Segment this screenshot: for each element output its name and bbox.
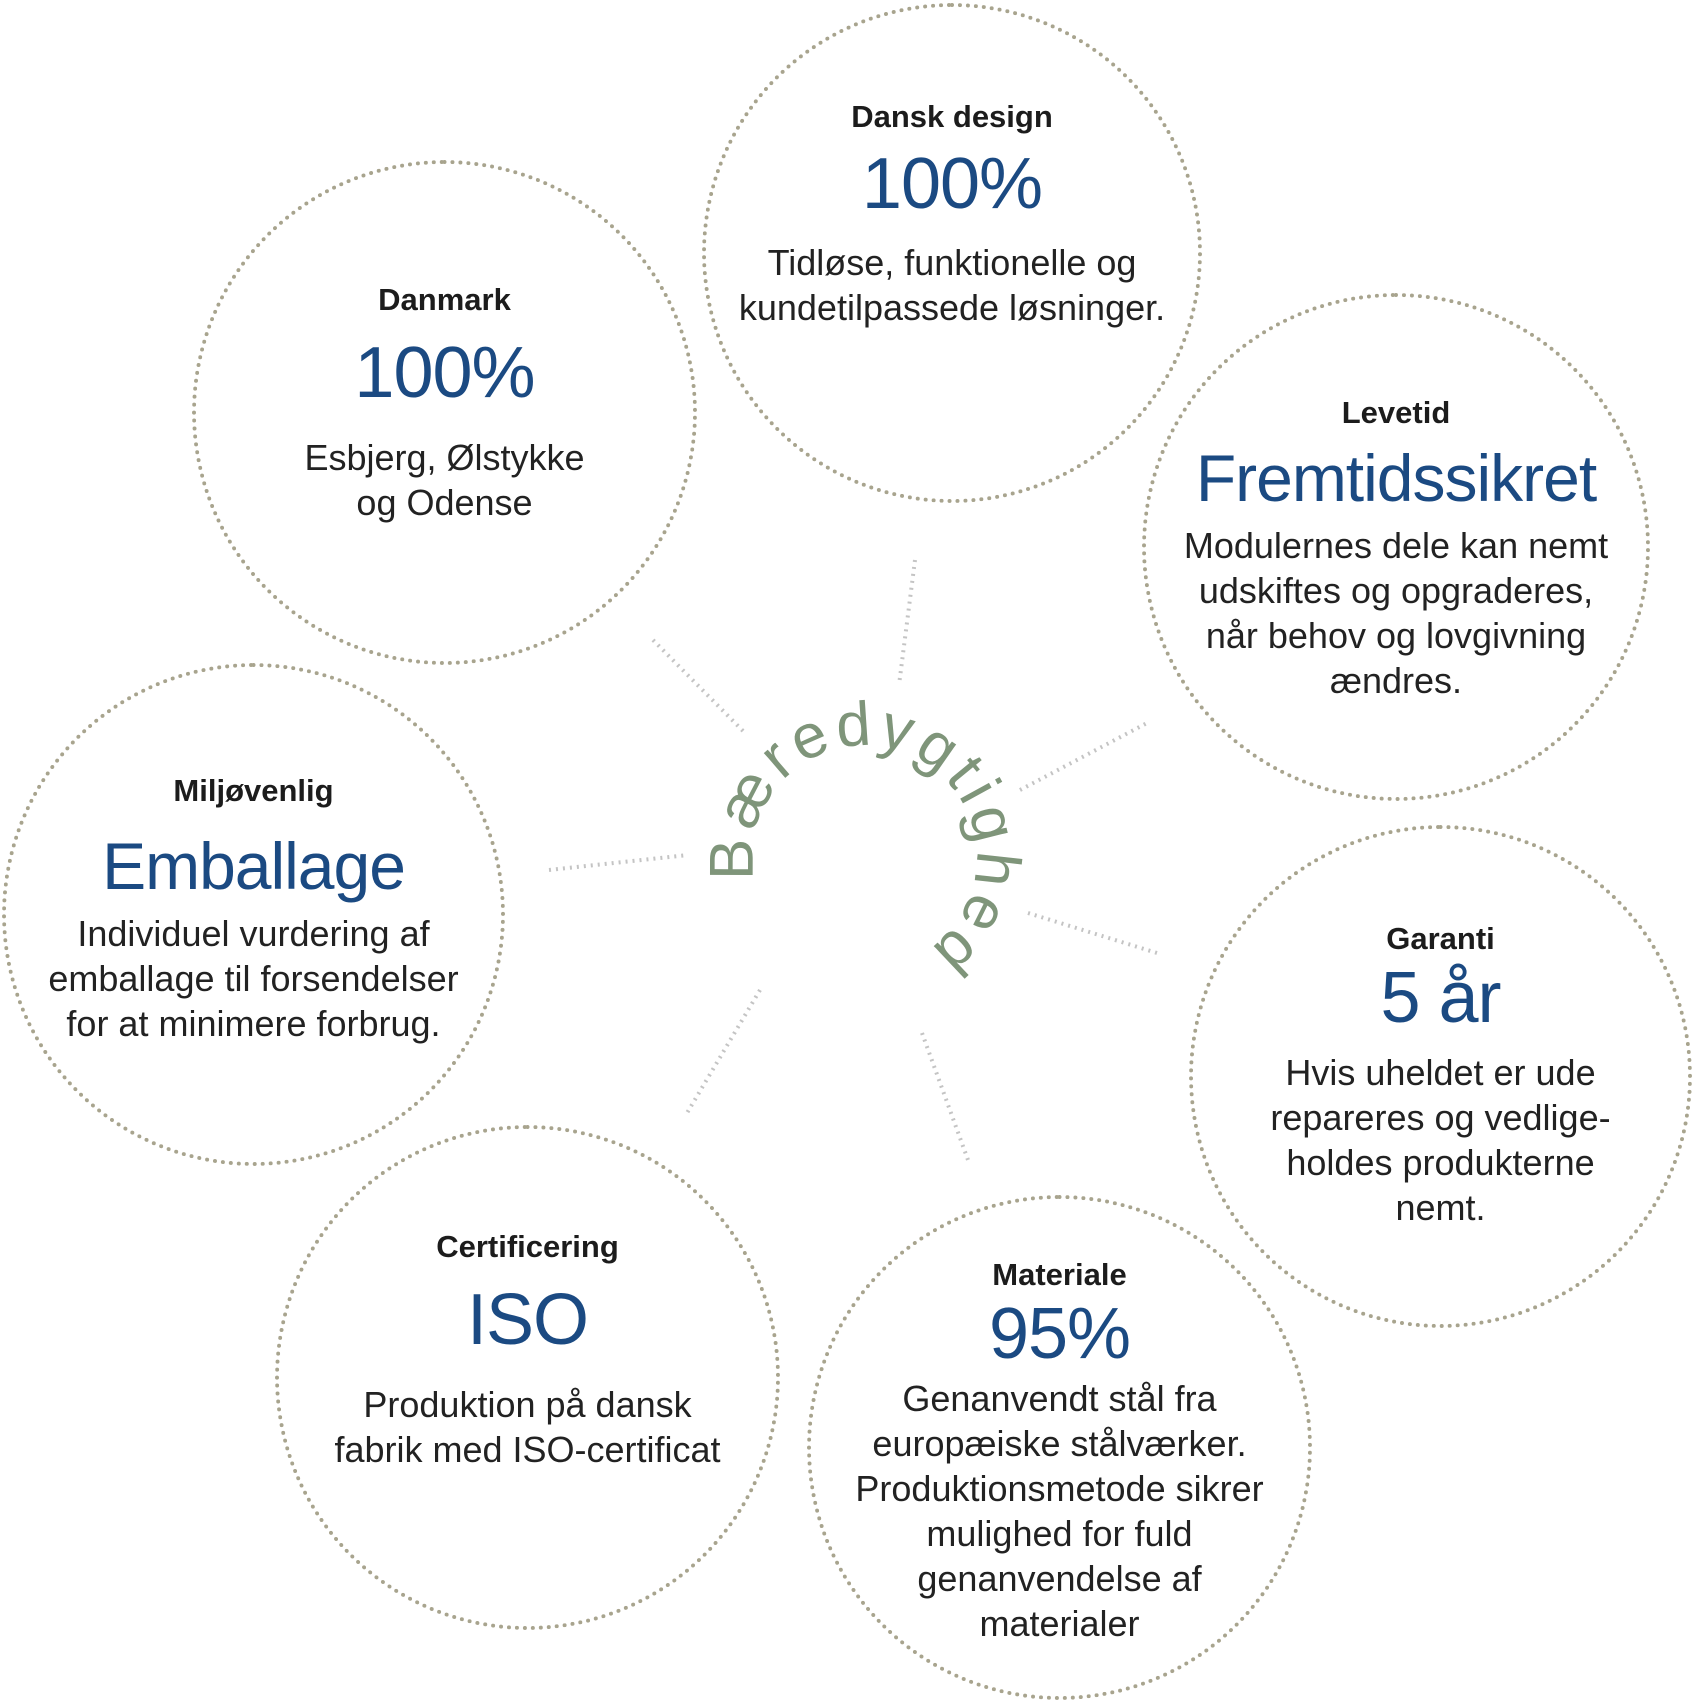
circle-materiale: Materiale 95% Genanvendt stål fra europæ… [807, 1195, 1312, 1700]
circle-desc-line: ændres. [1329, 659, 1463, 701]
circle-value: 5 år [1380, 958, 1501, 1038]
circle-label: Danmark [378, 282, 511, 317]
circle-desc-line: Produktion på dansk [363, 1383, 692, 1425]
circle-value: Emballage [102, 829, 406, 903]
circle-miljovenlig: Miljøvenlig Emballage Individuel vurderi… [2, 663, 505, 1166]
circle-desc-line: Produktionsmetode sikrer [855, 1467, 1264, 1509]
circle-label: Miljøvenlig [173, 773, 334, 808]
circle-label: Garanti [1386, 921, 1495, 956]
circle-garanti: Garanti 5 år Hvis uheldet er ude reparer… [1189, 825, 1692, 1328]
circle-desc-line: holdes produkterne [1286, 1141, 1595, 1183]
circle-desc-line: fabrik med ISO-certificat [334, 1428, 721, 1470]
circle-desc-line: Hvis uheldet er ude [1285, 1051, 1596, 1093]
circle-label: Certificering [436, 1229, 619, 1264]
connector-line-materiale [920, 1032, 970, 1161]
circle-desc-line: Individuel vurdering af [77, 912, 430, 954]
circle-desc-line: Genanvendt stål fra [902, 1377, 1217, 1419]
circle-value: Fremtidssikret [1195, 441, 1597, 515]
circle-desc-line: og Odense [356, 481, 533, 523]
circle-dansk-design: Dansk design 100% Tidløse, funktionelle … [702, 3, 1202, 503]
circle-value: ISO [466, 1280, 589, 1360]
circle-desc-line: europæiske stålværker. [872, 1422, 1247, 1464]
circle-label: Materiale [992, 1257, 1127, 1292]
circle-value: 100% [861, 144, 1043, 224]
circle-desc-line: repareres og vedlige- [1270, 1096, 1611, 1138]
connector-line-levetid [1019, 721, 1148, 792]
circle-desc-line: når behov og lovgivning [1205, 614, 1587, 656]
circle-desc-line: nemt. [1395, 1186, 1486, 1228]
connector-line-certificering [685, 988, 762, 1115]
circle-desc-line: Esbjerg, Ølstykke [304, 436, 585, 478]
circle-certificering: Certificering ISO Produktion på dansk fa… [275, 1125, 780, 1630]
circle-desc-line: emballage til forsendelser [48, 957, 459, 999]
circle-desc-line: Modulernes dele kan nemt [1183, 524, 1609, 566]
connector-line-danmark [651, 638, 747, 735]
circle-desc-line: kundetilpassede løsninger. [738, 286, 1166, 328]
circle-danmark: Danmark 100% Esbjerg, Ølstykke og Odense [192, 160, 697, 665]
circle-desc-line: genanvendelse af [917, 1557, 1202, 1599]
circle-desc-line: udskiftes og opgraderes, [1198, 569, 1594, 611]
connector-line-dansk-design [897, 559, 917, 686]
circle-value: 100% [354, 333, 535, 413]
circle-desc-line: Tidløse, funktionelle og [767, 241, 1137, 283]
connector-line-garanti [1027, 911, 1158, 955]
center-title-text: Bæredygtighed [698, 689, 1033, 992]
circle-label: Levetid [1341, 395, 1451, 430]
circle-label: Dansk design [851, 99, 1053, 134]
circle-desc-line: for at minimere forbrug. [66, 1002, 441, 1044]
circle-desc-line: mulighed for fuld [926, 1512, 1193, 1554]
circle-value: 95% [988, 1294, 1131, 1374]
circle-levetid: Levetid Fremtidssikret Modulernes dele k… [1142, 293, 1650, 801]
circle-desc-line: materialer [979, 1602, 1140, 1644]
